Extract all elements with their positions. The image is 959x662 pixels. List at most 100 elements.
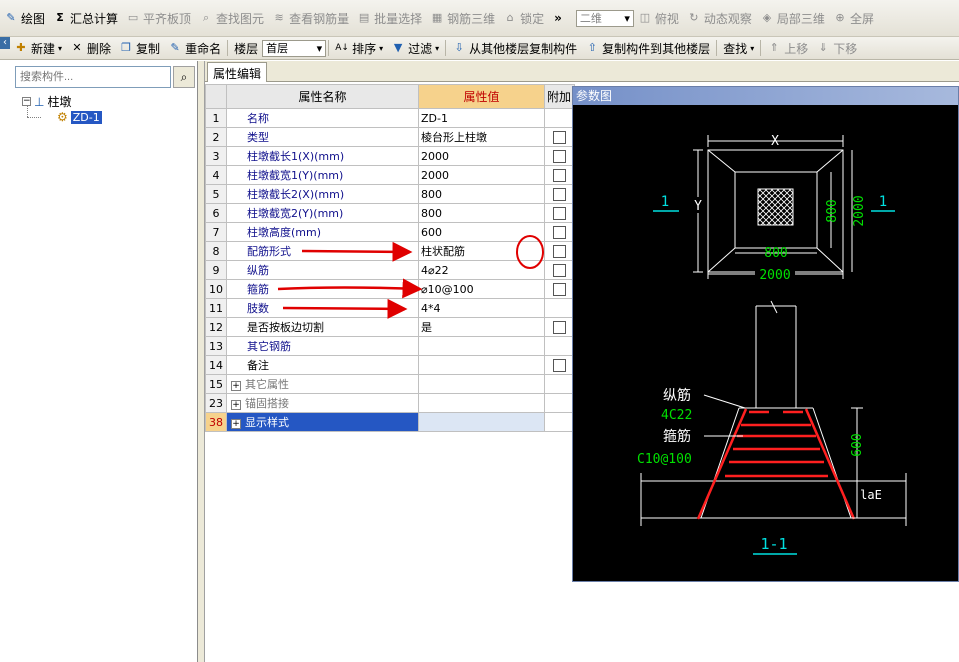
- property-name-cell[interactable]: 是否按板边切割: [226, 317, 419, 337]
- toolbar-item-2[interactable]: ▭平齐板顶: [122, 7, 195, 29]
- toolbar-item-6[interactable]: ▦钢筋三维: [426, 7, 499, 29]
- toolbar-item-4[interactable]: ≋查看钢筋量: [268, 7, 353, 29]
- property-name-cell[interactable]: 柱墩截宽2(Y)(mm): [226, 203, 419, 223]
- toolbar-item-5[interactable]: ▤批量选择: [353, 7, 426, 29]
- expand-icon[interactable]: +: [231, 381, 241, 391]
- tree-node-root[interactable]: − ⊥ 柱墩: [22, 93, 71, 110]
- filter-button[interactable]: ▼过滤▾: [387, 37, 443, 59]
- property-name-cell[interactable]: 类型: [226, 127, 419, 147]
- floor-select[interactable]: 首层▾: [262, 39, 327, 57]
- property-value-cell[interactable]: ZD-1: [418, 108, 545, 128]
- toolbar-overflow[interactable]: »: [554, 11, 562, 25]
- property-value-cell[interactable]: 柱状配筋: [418, 241, 545, 261]
- property-name-cell[interactable]: 配筋形式: [226, 241, 419, 261]
- delete-button[interactable]: ✕删除: [66, 37, 115, 59]
- view-item-2[interactable]: ◈局部三维: [756, 7, 829, 29]
- property-value-cell[interactable]: 4⌀22: [418, 260, 545, 280]
- extra-checkbox[interactable]: [553, 263, 566, 277]
- header-property-value[interactable]: 属性值: [418, 84, 545, 109]
- property-value-cell[interactable]: 棱台形上柱墩: [418, 127, 545, 147]
- rename-button[interactable]: ✎重命名: [164, 37, 225, 59]
- expand-icon[interactable]: +: [231, 419, 241, 429]
- property-row[interactable]: 23+锚固搭接: [205, 393, 575, 413]
- extra-checkbox[interactable]: [553, 168, 566, 182]
- property-name-cell[interactable]: 名称: [226, 108, 419, 128]
- new-button[interactable]: ✚新建▾: [0, 37, 66, 59]
- extra-checkbox[interactable]: [553, 320, 566, 334]
- view-item-1[interactable]: ↻动态观察: [683, 7, 756, 29]
- panel-splitter[interactable]: [198, 61, 205, 662]
- property-value-cell[interactable]: 800: [418, 184, 545, 204]
- property-value-cell[interactable]: 600: [418, 222, 545, 242]
- extra-checkbox[interactable]: [553, 149, 566, 163]
- toolbar-item-0[interactable]: ✎绘图: [0, 7, 49, 29]
- property-name-cell[interactable]: 其它钢筋: [226, 336, 419, 356]
- property-value-cell[interactable]: 4*4: [418, 298, 545, 318]
- extra-checkbox[interactable]: [553, 282, 566, 296]
- property-name-cell[interactable]: 柱墩高度(mm): [226, 222, 419, 242]
- move-up-button[interactable]: ⇑上移: [763, 37, 812, 59]
- header-property-name[interactable]: 属性名称: [226, 84, 419, 109]
- collapse-tab[interactable]: ‹: [0, 37, 10, 49]
- property-name-cell[interactable]: +锚固搭接: [226, 393, 419, 413]
- extra-checkbox[interactable]: [553, 206, 566, 220]
- property-value-cell[interactable]: 是: [418, 317, 545, 337]
- copy-to-floor-button[interactable]: ⇧复制构件到其他楼层: [581, 37, 714, 59]
- expand-icon[interactable]: +: [231, 400, 241, 410]
- move-down-button[interactable]: ⇓下移: [812, 37, 861, 59]
- property-value-cell[interactable]: ⌀10@100: [418, 279, 545, 299]
- property-name-cell[interactable]: 柱墩截长1(X)(mm): [226, 146, 419, 166]
- tree-node-zd1[interactable]: ⚙ ZD-1: [57, 110, 102, 124]
- view-item-3[interactable]: ⊕全屏: [829, 7, 878, 29]
- property-name-cell[interactable]: +显示样式: [226, 412, 419, 432]
- property-row[interactable]: 38+显示样式: [205, 412, 575, 432]
- extra-checkbox[interactable]: [553, 225, 566, 239]
- view-item-0[interactable]: ◫俯视: [634, 7, 683, 29]
- property-value-cell[interactable]: 2000: [418, 146, 545, 166]
- property-value-cell[interactable]: [418, 412, 545, 432]
- copy-button[interactable]: ❐复制: [115, 37, 164, 59]
- property-name-cell[interactable]: 箍筋: [226, 279, 419, 299]
- extra-checkbox[interactable]: [553, 187, 566, 201]
- property-value-cell[interactable]: 2000: [418, 165, 545, 185]
- header-extra[interactable]: 附加: [544, 84, 575, 109]
- extra-checkbox[interactable]: [553, 130, 566, 144]
- property-value-cell[interactable]: [418, 355, 545, 375]
- view-mode-select[interactable]: 二维▾: [575, 9, 634, 27]
- property-name-cell[interactable]: 肢数: [226, 298, 419, 318]
- property-name-cell[interactable]: 柱墩截长2(X)(mm): [226, 184, 419, 204]
- sort-button[interactable]: A↓排序▾: [331, 37, 387, 59]
- find-button[interactable]: 查找▾: [719, 37, 758, 59]
- search-input[interactable]: [15, 66, 171, 88]
- property-value-cell[interactable]: [418, 374, 545, 394]
- property-value-cell[interactable]: [418, 393, 545, 413]
- property-name-cell[interactable]: +其它属性: [226, 374, 419, 394]
- property-name-cell[interactable]: 柱墩截宽1(Y)(mm): [226, 165, 419, 185]
- property-row[interactable]: 15+其它属性: [205, 374, 575, 394]
- search-button[interactable]: ⌕: [173, 66, 195, 88]
- extra-checkbox[interactable]: [553, 244, 566, 258]
- extra-checkbox[interactable]: [553, 358, 566, 372]
- tab-property-edit[interactable]: 属性编辑: [207, 62, 268, 82]
- copy-from-floor-button[interactable]: ⇩从其他楼层复制构件: [448, 37, 581, 59]
- toolbar-item-7[interactable]: ⌂锁定: [499, 7, 548, 29]
- property-value-cell[interactable]: 800: [418, 203, 545, 223]
- collapse-icon[interactable]: −: [22, 96, 31, 106]
- property-name-cell[interactable]: 备注: [226, 355, 419, 375]
- toolbar-item-3[interactable]: ⌕查找图元: [195, 7, 268, 29]
